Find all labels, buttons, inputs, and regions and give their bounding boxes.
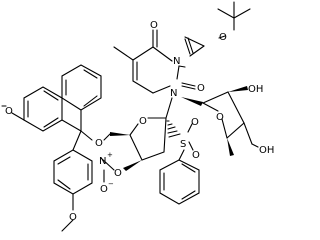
methoxy-oxygen-lower: O xyxy=(69,212,77,223)
wedge-bond xyxy=(228,86,248,92)
right-ring-oxygen: O xyxy=(216,112,224,123)
nitrate-bond xyxy=(100,157,115,171)
trityl-ether-bond xyxy=(80,130,93,141)
sulfonyl-group xyxy=(178,123,194,161)
c2-carbonyl-oxygen: O xyxy=(197,83,205,94)
anomeric-stereo-bond xyxy=(166,120,181,138)
wedge-bond xyxy=(110,132,130,136)
sulfonyl-oxygen-top: O xyxy=(191,117,199,128)
ester-bond xyxy=(218,35,226,39)
boc-ester-oxygen: O xyxy=(219,32,227,43)
methoxy-oxygen-upper: O xyxy=(5,106,13,117)
n3-atom: N xyxy=(173,56,180,67)
n1-atom: N xyxy=(170,88,177,99)
hydroxyl-5-prime: OH xyxy=(259,145,274,156)
wedge-bond xyxy=(181,97,203,106)
trityl-ether-oxygen: O xyxy=(95,138,103,149)
tert-butyl-group xyxy=(217,1,251,31)
left-furanose-ring xyxy=(129,117,167,161)
right-furanose-ring xyxy=(202,91,259,148)
methoxyphenyl-ring-lower xyxy=(53,149,93,232)
glycosidic-bond xyxy=(165,97,173,119)
wedge-bond xyxy=(123,160,142,171)
nitro-nitrogen: N xyxy=(99,156,106,167)
chemical-structure: O O N O N OH OH O O S O O O O N + O − O … xyxy=(1,1,274,232)
methoxyphenyl-ring-upper xyxy=(11,86,63,132)
c4-carbonyl-oxygen: O xyxy=(150,20,158,31)
ether-bond xyxy=(103,133,111,141)
trityl-center xyxy=(61,109,82,151)
left-ring-oxygen: O xyxy=(139,116,147,127)
phenyl-ring-trityl xyxy=(61,64,102,111)
sulfur-atom: S xyxy=(180,139,186,150)
thymine-ring xyxy=(113,29,196,94)
phenyl-ring-sulfonyl xyxy=(159,159,200,205)
nitro-minus-charge: − xyxy=(108,180,114,188)
nitro-plus-charge: + xyxy=(107,151,113,159)
wedge-bond xyxy=(227,138,234,156)
carbamate-carbonyl xyxy=(184,36,205,57)
nitrate-ester-oxygen: O xyxy=(114,168,122,179)
sulfonyl-oxygen-bottom: O xyxy=(192,150,200,161)
hydroxyl-3-prime: OH xyxy=(248,84,263,95)
nitro-oxygen-anion: O xyxy=(100,184,108,195)
